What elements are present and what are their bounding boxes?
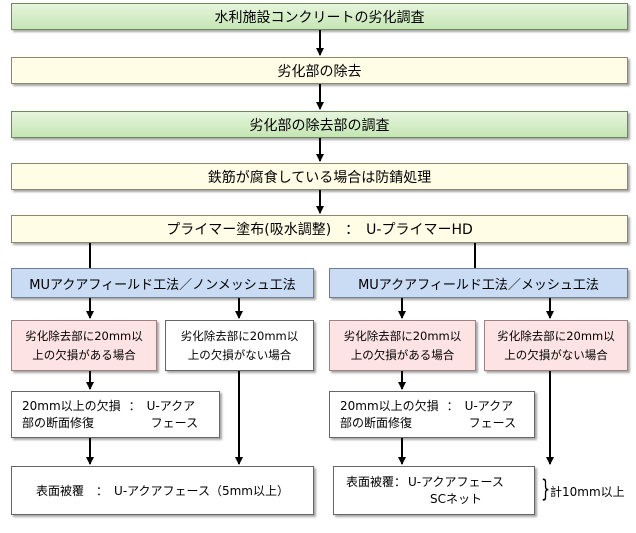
finish-right: 表面被覆： U-アクアフェース SCネット: [333, 466, 535, 515]
repair-left-material-line1: U-アクア: [146, 398, 196, 413]
finish-left-label: 表面被覆 ： U-アクアフェース（5mm以上）: [36, 484, 289, 498]
repair-right-sep: ：: [446, 398, 459, 413]
condition-has-loss-right-label: 劣化除去部に20mm以上の欠損がある場合: [343, 328, 462, 362]
finish-right-line1: U-アクアフェース: [408, 474, 504, 489]
method-mesh: MUアクアフィールド工法／メッシュ工法: [329, 268, 628, 298]
finish-left: 表面被覆 ： U-アクアフェース（5mm以上）: [11, 466, 314, 515]
step-rust-treatment-label: 鉄筋が腐食している場合は防錆処理: [207, 169, 432, 186]
condition-no-loss-left: 劣化除去部に20mm以上の欠損がない場合: [165, 320, 314, 371]
finish-right-label: 表面被覆：: [346, 474, 407, 489]
step-rust-treatment: 鉄筋が腐食している場合は防錆処理: [11, 163, 628, 190]
repair-right-material-line2: フェース: [468, 415, 517, 430]
step-removal-survey-label: 劣化部の除去部の調査: [249, 117, 390, 134]
method-mesh-label: MUアクアフィールド工法／メッシュ工法: [358, 277, 599, 293]
step-deterioration-survey: 水利施設コンクリートの劣化調査: [11, 3, 628, 30]
condition-no-loss-right-label: 劣化除去部に20mm以上の欠損がない場合: [497, 328, 615, 362]
condition-has-loss-left: 劣化除去部に20mm以上の欠損がある場合: [11, 320, 157, 371]
repair-right-label-line1: 20mm以上の欠損: [340, 398, 439, 413]
finish-right-line2: SCネット: [429, 491, 482, 506]
method-non-mesh-label: MUアクアフィールド工法／ノンメッシュ工法: [29, 277, 296, 293]
step-deterioration-survey-label: 水利施設コンクリートの劣化調査: [214, 9, 425, 26]
condition-has-loss-left-label: 劣化除去部に20mm以上の欠損がある場合: [25, 328, 143, 362]
repair-left-label-line2: 部の断面修復: [22, 415, 95, 430]
step-primer-label: プライマー塗布(吸水調整) ： U-プライマーHD: [166, 222, 473, 238]
finish-total: 計10mm以上: [550, 485, 625, 499]
repair-left-sep: ：: [128, 398, 141, 413]
repair-right-label-line2: 部の断面修復: [340, 415, 413, 430]
method-non-mesh: MUアクアフィールド工法／ノンメッシュ工法: [11, 268, 314, 298]
condition-no-loss-right: 劣化除去部に20mm以上の欠損がない場合: [484, 320, 628, 371]
finish-brace: }: [541, 475, 551, 503]
step-deterioration-removal-label: 劣化部の除去: [277, 63, 362, 80]
repair-right: 20mm以上の欠損 部の断面修復 ： U-アクア フェース: [329, 391, 535, 438]
condition-no-loss-left-label: 劣化除去部に20mm以上の欠損がない場合: [180, 328, 299, 362]
step-removal-survey: 劣化部の除去部の調査: [11, 111, 628, 138]
step-deterioration-removal: 劣化部の除去: [11, 57, 628, 84]
repair-left-material-line2: フェース: [150, 415, 199, 430]
repair-left-label-line1: 20mm以上の欠損: [22, 398, 121, 413]
condition-has-loss-right: 劣化除去部に20mm以上の欠損がある場合: [329, 320, 476, 371]
repair-left: 20mm以上の欠損 部の断面修復 ： U-アクア フェース: [11, 391, 220, 438]
repair-right-material-line1: U-アクア: [464, 398, 514, 413]
step-primer: プライマー塗布(吸水調整) ： U-プライマーHD: [11, 215, 628, 243]
